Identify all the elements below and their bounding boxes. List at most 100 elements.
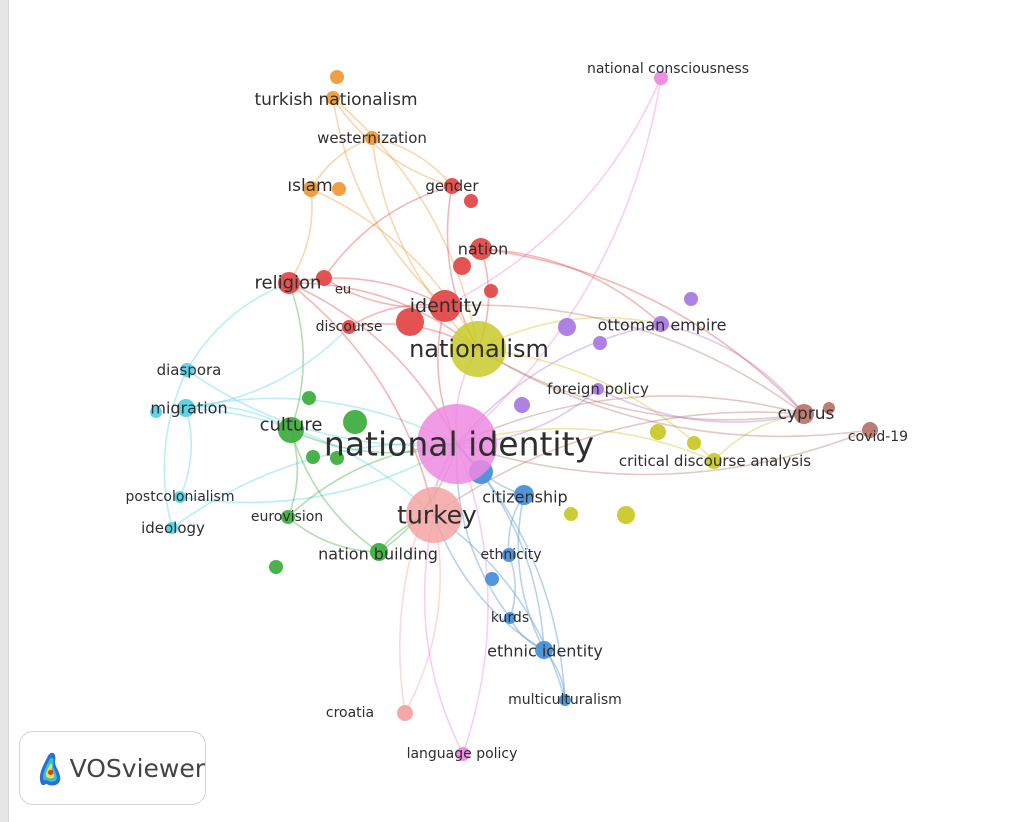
term-node[interactable] [332, 182, 346, 196]
term-node[interactable] [150, 406, 162, 418]
term-node[interactable] [687, 436, 701, 450]
network-link [287, 516, 380, 553]
node-croatia[interactable] [397, 705, 413, 721]
network-link [185, 326, 350, 409]
node-kurds[interactable] [504, 612, 516, 624]
node-foreign-policy[interactable] [592, 383, 604, 395]
node-nation[interactable] [470, 238, 492, 260]
term-node[interactable] [306, 450, 320, 464]
node-eu[interactable] [316, 270, 332, 286]
node-citizenship[interactable] [514, 485, 534, 505]
term-node[interactable] [453, 257, 471, 275]
node-cyprus[interactable] [794, 404, 814, 424]
network-link [186, 282, 290, 371]
node-ethnicity[interactable] [502, 548, 516, 562]
term-node[interactable] [823, 402, 835, 414]
term-node[interactable] [593, 336, 607, 350]
label-discourse: discourse [316, 319, 383, 335]
node-multiculturalism[interactable] [559, 694, 571, 706]
node-national-consciousness[interactable] [654, 71, 668, 85]
label-national-consciousness: national consciousness [587, 61, 749, 77]
label-eu: eu [335, 283, 351, 298]
term-node[interactable] [484, 284, 498, 298]
label-turkey: turkey [397, 501, 477, 530]
network-link [332, 97, 479, 350]
label-covid19: covid-19 [848, 429, 908, 445]
node-national-identity[interactable] [417, 404, 497, 484]
node-diaspora[interactable] [180, 363, 194, 377]
label-turkish-nationalism: turkish nationalism [254, 90, 417, 110]
network-link [477, 348, 805, 421]
term-node[interactable] [650, 424, 666, 440]
term-node[interactable] [269, 560, 283, 574]
network-link [288, 188, 313, 284]
node-turkey[interactable] [406, 487, 462, 543]
vosviewer-badge[interactable]: VOSviewer [19, 731, 206, 805]
label-nationalism: nationalism [409, 335, 549, 363]
network-link [660, 323, 805, 415]
label-ethnic-identity: ethnic identity [487, 642, 603, 661]
label-gender: gender [425, 177, 479, 195]
term-node[interactable] [343, 410, 367, 434]
term-node[interactable] [485, 572, 499, 586]
node-westernization[interactable] [365, 131, 379, 145]
node-gender[interactable] [444, 178, 460, 194]
node-turkish-nationalism[interactable] [326, 91, 340, 105]
label-citizenship: citizenship [482, 488, 567, 507]
node-islam[interactable] [303, 181, 319, 197]
network-link [310, 188, 479, 350]
node-language-policy[interactable] [456, 747, 470, 761]
node-culture[interactable] [278, 417, 304, 443]
node-migration[interactable] [177, 399, 195, 417]
network-link [444, 77, 662, 307]
node-discourse[interactable] [342, 320, 356, 334]
term-node[interactable] [330, 70, 344, 84]
left-panel-edge [0, 0, 9, 822]
node-identity[interactable] [429, 290, 461, 322]
network-link [371, 137, 479, 350]
network-link [310, 137, 373, 190]
term-node[interactable] [396, 308, 424, 336]
network-link [323, 185, 453, 279]
node-critical-discourse-analysis[interactable] [706, 453, 722, 469]
node-ottoman-empire[interactable] [653, 316, 669, 332]
term-node[interactable] [558, 318, 576, 336]
label-ethnicity: ethnicity [480, 547, 541, 563]
network-link [477, 348, 715, 462]
node-ideology[interactable] [166, 522, 178, 534]
network-link [444, 304, 805, 415]
vosviewer-brand-text: VOSviewer [69, 753, 205, 783]
network-link [399, 443, 458, 714]
node-religion[interactable] [278, 272, 300, 294]
label-ottoman-empire: ottoman empire [598, 316, 727, 335]
network-link [371, 137, 453, 187]
term-node[interactable] [684, 292, 698, 306]
network-link [597, 388, 805, 423]
term-node[interactable] [514, 397, 530, 413]
label-nation-building: nation building [318, 545, 438, 564]
label-layer: national identitynationalismturkeyidenti… [125, 61, 908, 762]
node-nation-building[interactable] [370, 543, 388, 561]
term-node[interactable] [464, 194, 478, 208]
term-node[interactable] [617, 506, 635, 524]
node-postcolonialism[interactable] [174, 491, 186, 503]
term-node[interactable] [302, 391, 316, 405]
label-migration: migration [150, 399, 227, 418]
node-covid19[interactable] [862, 422, 878, 438]
label-ideology: ideology [141, 519, 205, 537]
network-link [477, 348, 871, 438]
node-eurovision[interactable] [281, 510, 295, 524]
network-link [480, 248, 805, 415]
network-link [288, 282, 305, 431]
node-nationalism[interactable] [450, 321, 506, 377]
node-ethnic-identity[interactable] [535, 641, 553, 659]
term-node[interactable] [330, 451, 344, 465]
label-foreign-policy: foreign policy [547, 380, 649, 398]
network-link [456, 395, 805, 445]
term-node[interactable] [564, 507, 578, 521]
label-national-identity: national identity [324, 425, 594, 464]
vosviewer-logo-icon [39, 752, 61, 786]
label-postcolonialism: postcolonialism [125, 489, 234, 505]
label-religion: religion [255, 273, 322, 294]
